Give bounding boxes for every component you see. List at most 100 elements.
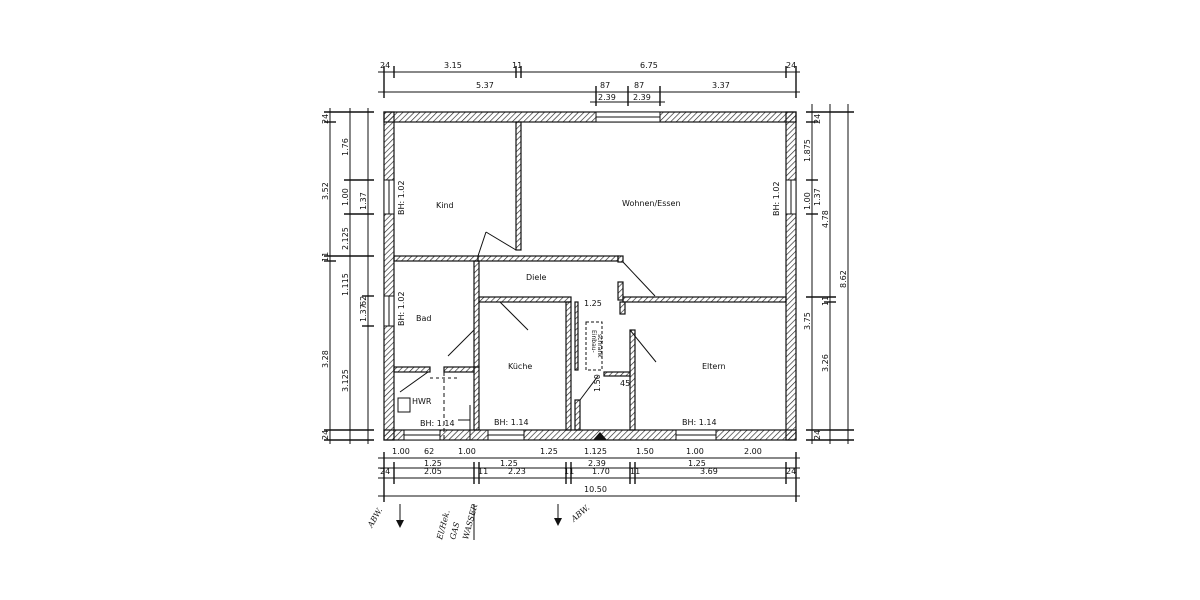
dim-left-6: 1.76	[341, 138, 350, 156]
dim-left-7: 1.00	[341, 188, 350, 206]
dim-top-2: 3.15	[444, 61, 462, 70]
dim-right-8: 8.62	[839, 270, 848, 288]
bh-kueche: BH: 1.14	[494, 418, 529, 427]
door-wohnen	[622, 261, 656, 297]
room-kind: Kind	[436, 201, 454, 210]
bh-wohnen: BH: 1.02	[772, 181, 781, 216]
schrank-label: schrank	[596, 334, 603, 358]
dim-bot-4: 1.25	[540, 447, 558, 456]
dim-left-2: 3.52	[321, 182, 330, 200]
wall-closet-left	[574, 301, 579, 371]
dim-left-8: 2.125	[341, 227, 350, 250]
wall-wohnen-eltern	[622, 296, 787, 303]
wall-wohnen-diele	[617, 255, 624, 263]
outer-walls	[383, 111, 797, 441]
wall-wc-left	[574, 399, 581, 431]
room-kueche: Küche	[508, 362, 532, 371]
wall-diele-right	[617, 281, 624, 301]
door-hwr	[399, 371, 429, 393]
dim-top-7: 87	[600, 81, 610, 90]
dim-bot-12: 1.25	[688, 459, 706, 468]
left-dimensions: 24 3.52 11 3.28 24 1.76 1.00 2.125 1.115…	[321, 108, 374, 444]
note-abw-left: ABW.	[365, 506, 384, 530]
dim-left-1: 24	[321, 114, 330, 124]
wall-wc-top	[603, 371, 631, 377]
closet-box	[585, 321, 603, 371]
dim-bot-9: 1.25	[424, 459, 442, 468]
hwr-appliance	[397, 397, 411, 413]
wall-kind-bad	[393, 255, 479, 262]
diele-width: 1.25	[584, 299, 602, 308]
dim-left-5: 24	[321, 430, 330, 440]
dim-right-9: 24	[813, 114, 822, 124]
door-kueche	[499, 301, 529, 331]
wc-side-label: 45	[620, 379, 630, 388]
door-bad	[447, 329, 475, 357]
bh-kind: BH: 1.02	[397, 180, 406, 215]
dim-right-7: 3.26	[821, 354, 830, 372]
dim-bot-21: 24	[786, 467, 796, 476]
dim-bot-19: 11	[630, 467, 640, 476]
dim-bot-17: 11	[564, 467, 574, 476]
interior-walls	[393, 121, 787, 431]
dim-top-9: 3.37	[712, 81, 730, 90]
dim-left-12: 1.37	[359, 304, 368, 322]
dim-top-5: 24	[786, 61, 796, 70]
room-eltern: Eltern	[702, 362, 726, 371]
bottom-dimensions: 1.00 62 1.00 1.25 1.125 1.50 1.00 2.00 1…	[378, 447, 800, 502]
wall-diele-top	[477, 255, 619, 262]
dim-bot-16: 2.23	[508, 467, 526, 476]
dim-bot-14: 2.05	[424, 467, 442, 476]
dim-top-10: 2.39	[598, 93, 616, 102]
wall-diele-bottom	[478, 296, 572, 303]
dim-right-4: 1.37	[813, 188, 822, 206]
wall-right	[785, 111, 797, 441]
bh-bad: BH: 1.02	[397, 291, 406, 326]
handwritten-notes: ABW. El/Hek. GAS WASSER ABW.	[365, 503, 591, 541]
note-wasser: WASSER	[461, 503, 479, 540]
dim-bot-13: 24	[380, 467, 390, 476]
door-kind-2	[477, 231, 487, 257]
wc-wall-label: 1.50	[593, 374, 602, 392]
dim-right-10: 24	[813, 430, 822, 440]
dim-right-2: 1.00	[803, 192, 812, 210]
dim-bot-10: 1.25	[500, 459, 518, 468]
note-gas: GAS	[448, 521, 461, 541]
dim-top-6: 5.37	[476, 81, 494, 90]
doors	[397, 231, 657, 440]
dim-left-9: 1.115	[341, 273, 350, 296]
room-hwr: HWR	[412, 397, 432, 406]
top-dimensions: 24 3.15 11 6.75 24 5.37 87 87 3.37 2.39 …	[378, 61, 800, 106]
wall-bad-hwr-2	[443, 366, 475, 373]
dim-bot-11: 2.39	[588, 459, 606, 468]
dim-top-1: 24	[380, 61, 390, 70]
wall-top	[383, 111, 797, 123]
bh-hwr: BH: 1.14	[420, 419, 455, 428]
dim-right-1: 1.875	[803, 139, 812, 162]
dim-bot-5: 1.125	[584, 447, 607, 456]
dim-left-4: 3.28	[321, 350, 330, 368]
wall-kueche-left	[473, 366, 480, 431]
wall-left	[383, 111, 395, 441]
dim-bot-2: 62	[424, 447, 434, 456]
bh-eltern: BH: 1.14	[682, 418, 717, 427]
wall-bad-diele	[473, 260, 480, 368]
wall-eltern-left	[629, 329, 636, 431]
door-wc	[579, 375, 599, 401]
dim-bot-18: 1.70	[592, 467, 610, 476]
dim-left-13: 62	[359, 296, 368, 306]
dim-top-8: 87	[634, 81, 644, 90]
wall-bad-hwr	[393, 366, 431, 373]
dim-top-11: 2.39	[633, 93, 651, 102]
dim-top-4: 6.75	[640, 61, 658, 70]
dim-bot-8: 2.00	[744, 447, 762, 456]
room-labels: Kind Wohnen/Essen Diele Bad Küche Eltern…	[412, 199, 726, 406]
note-abw-right: ABW.	[569, 503, 592, 524]
door-eltern	[629, 329, 657, 363]
wall-kueche-right	[565, 301, 572, 431]
dim-bot-15: 11	[478, 467, 488, 476]
dim-left-11: 1.37	[359, 192, 368, 210]
entrance-arrow	[593, 432, 607, 440]
dim-right-5: 11	[821, 296, 830, 306]
